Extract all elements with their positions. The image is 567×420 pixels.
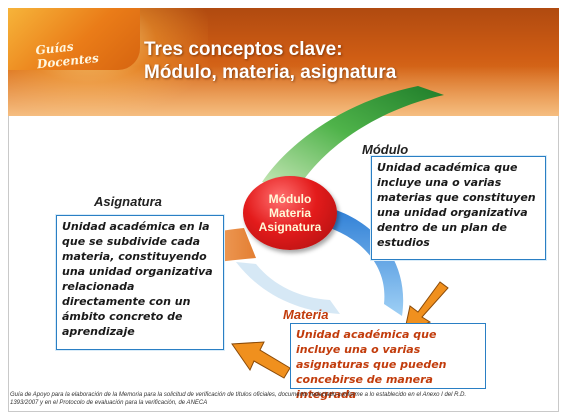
modulo-label: Módulo xyxy=(362,142,409,157)
materia-label: Materia xyxy=(283,307,329,322)
asignatura-definition-box: Unidad académica en la que se subdivide … xyxy=(56,215,224,350)
lower-swoosh xyxy=(236,262,340,314)
footer-line-1a: Guía de Apoyo para la elaboración de la … xyxy=(10,392,423,398)
header-light xyxy=(8,66,559,116)
guias-badge: Guías Docentes xyxy=(8,8,140,71)
center-materia: Materia xyxy=(268,206,312,220)
footer-line-2: 1393/2007 y en el Protocolo de evaluació… xyxy=(10,400,208,406)
arrow-left xyxy=(231,341,291,379)
footer-citation: Guía de Apoyo para la elaboración de la … xyxy=(10,391,558,407)
materia-definition-box: Unidad académica que incluye una o varia… xyxy=(290,323,486,401)
asignatura-label: Asignatura xyxy=(94,194,162,209)
green-swoosh xyxy=(262,86,444,188)
slide-title: Tres conceptos clave: Módulo, materia, a… xyxy=(144,38,396,84)
center-modulo: Módulo xyxy=(268,192,312,206)
title-line-1: Tres conceptos clave: xyxy=(144,39,343,60)
center-asignatura: Asignatura xyxy=(258,220,322,234)
modulo-definition-box: Unidad académica que incluye una o varia… xyxy=(371,156,546,260)
title-line-2: Módulo, materia, asignatura xyxy=(144,62,397,83)
footer-line-1b: Anexo I del R.D. xyxy=(422,392,467,398)
center-concepts-oval: Módulo Materia Asignatura xyxy=(243,176,337,250)
